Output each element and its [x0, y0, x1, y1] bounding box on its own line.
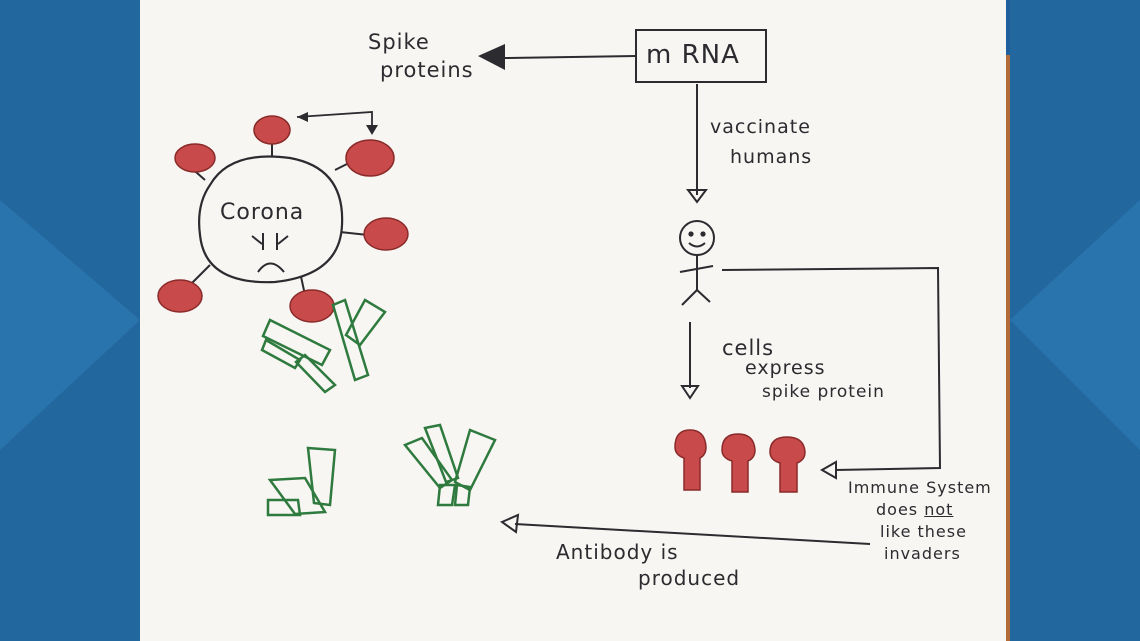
spike-proteins-label-line2: proteins	[380, 58, 474, 82]
mrna-label: m RNA	[646, 40, 740, 70]
antibody-icon	[260, 298, 387, 394]
arrowhead-antibody	[499, 513, 520, 534]
immune-label-line1: Immune System	[848, 478, 992, 497]
arrow-immune-loop	[721, 266, 942, 471]
right-panel-chevron	[1010, 200, 1140, 450]
arrowhead-cells	[680, 385, 700, 400]
virus-body	[198, 155, 344, 284]
cell-spike-proteins-icon	[674, 429, 806, 493]
antibody-label-line2: produced	[638, 566, 741, 590]
arrowhead-immune	[819, 460, 837, 480]
immune-label-not: not	[924, 500, 954, 519]
arrow-antibody	[514, 523, 871, 545]
antibody-icon	[402, 423, 497, 507]
person-icon	[679, 220, 715, 306]
antibody-label-line1: Antibody is	[556, 540, 679, 564]
paper	[140, 0, 1006, 641]
coronavirus-icon	[157, 115, 409, 323]
cells-express-label-line2: express	[745, 357, 826, 379]
immune-label-line2: does not	[876, 500, 953, 519]
vaccinate-label-line1: vaccinate	[710, 116, 811, 138]
spike-proteins-label-line1: Spike	[368, 30, 430, 54]
cells-express-label-line1: cells	[722, 336, 775, 360]
immune-label-line4: invaders	[884, 544, 961, 563]
arrowhead-down-small	[366, 125, 378, 135]
corona-label: Corona	[220, 200, 305, 225]
immune-label-does: does	[876, 500, 919, 519]
left-panel-chevron	[0, 200, 140, 450]
immune-label-line3: like these	[880, 522, 967, 541]
antibody-icon	[266, 446, 337, 517]
arrowhead-spike	[478, 44, 505, 70]
arrowhead-left-small	[297, 112, 308, 122]
cells-express-label-line3: spike protein	[762, 382, 885, 402]
antibody-icons	[260, 298, 497, 517]
angry-face-icon	[251, 233, 289, 273]
vaccinate-label-line2: humans	[730, 146, 813, 168]
arrowhead-person	[686, 189, 708, 204]
arrow-mrna-spike	[504, 55, 637, 59]
